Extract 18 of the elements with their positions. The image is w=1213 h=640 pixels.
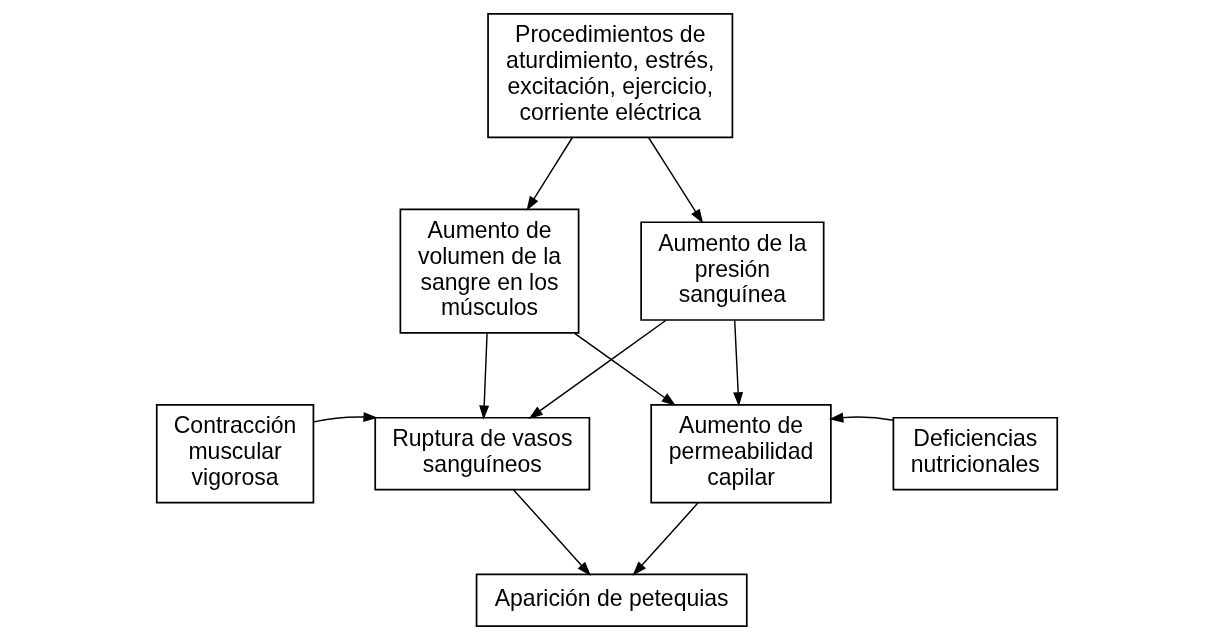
arrow (528, 319, 667, 419)
node-box: Procedimientos de aturdimiento, estrés, excitación, ejercicio, corriente eléctrica (486, 13, 733, 139)
node-box: Deficiencias nutricionales (892, 416, 1058, 491)
arrow (478, 332, 489, 420)
node-box: Aumento de la presión sanguínea (639, 221, 825, 321)
node-box: Aumento de permeabilidad capilar (649, 403, 832, 504)
arrow (312, 412, 378, 423)
node-box: Ruptura de vasos sanguíneos (373, 416, 590, 491)
arrow (632, 501, 699, 576)
arrow (647, 136, 703, 224)
arrow (732, 319, 743, 407)
arrow (526, 136, 573, 211)
arrow (828, 412, 894, 423)
node-box: Aparición de petequias (475, 573, 748, 627)
arrow (573, 332, 676, 406)
arrow (512, 489, 591, 576)
node-box: Contracción muscular vigorosa (155, 403, 314, 504)
node-box: Aumento de volumen de la sangre en los músculos (399, 208, 579, 334)
